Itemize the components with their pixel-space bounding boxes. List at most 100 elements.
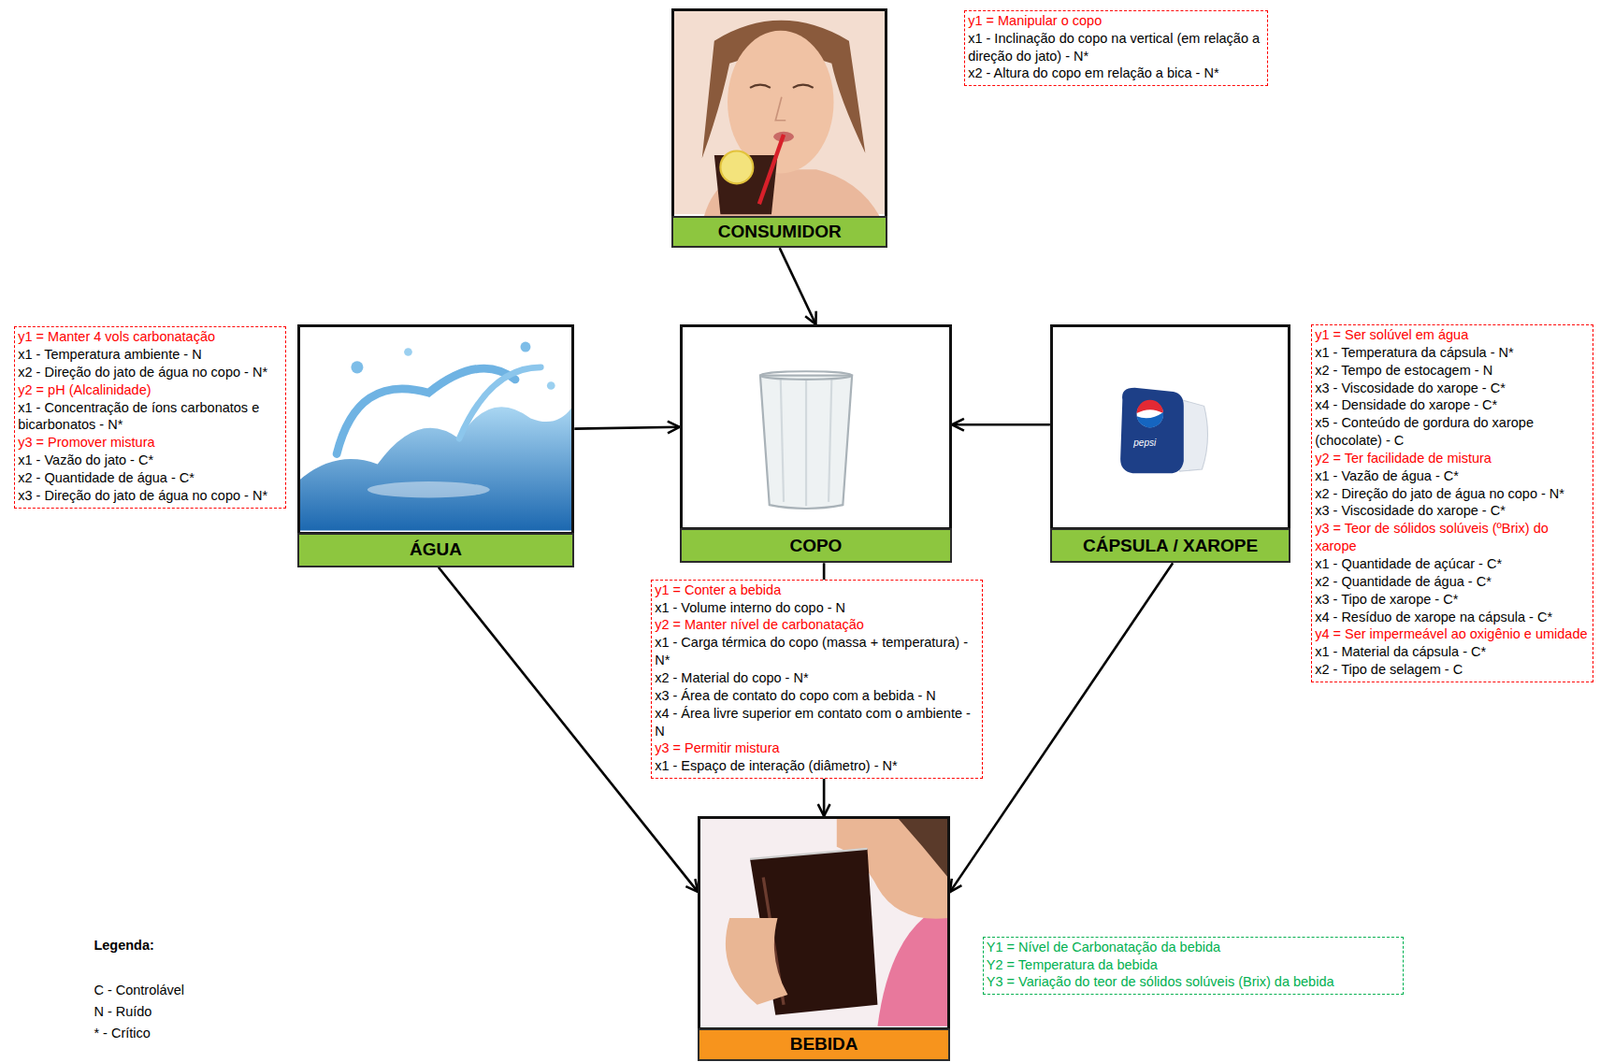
consumer-illustration <box>673 10 886 217</box>
parameter-item: x3 - Viscosidade do xarope - C* <box>1314 502 1589 520</box>
flow-arrow <box>574 427 679 430</box>
water-illustration <box>300 342 572 532</box>
capsule-illustration-part <box>1179 400 1208 472</box>
component-box: ÁGUA <box>297 324 576 568</box>
parameter-callout: y1 = Manipular o copox1 - Inclinação do … <box>964 10 1269 87</box>
water-illustration-part <box>547 381 556 390</box>
parameter-item: x3 - Tipo de xarope - C* <box>1314 590 1589 609</box>
parameter-item: x1 - Material da cápsula - C* <box>1314 643 1589 662</box>
picture-frame <box>297 324 576 535</box>
capsule-illustration <box>1120 388 1208 475</box>
drink-illustration <box>700 818 949 1027</box>
glass-illustration <box>760 371 852 509</box>
capsule-illustration-part <box>1137 400 1164 414</box>
consumer-illustration-part <box>792 85 814 88</box>
name-tag: ÁGUA <box>297 533 576 568</box>
water-illustration-part <box>350 360 363 374</box>
component-box: BEBIDA <box>697 816 951 1062</box>
function-heading: y2 = Ter facilidade de mistura <box>1314 449 1589 468</box>
consumer-illustration-part <box>775 97 786 121</box>
legend-entry: C - Controlável <box>93 982 185 998</box>
parameter-item: x1 - Vazão de água - C* <box>1314 467 1589 486</box>
capsule-illustration-part <box>1120 388 1184 475</box>
parameter-item: x1 - Temperatura da cápsula - N* <box>1314 344 1589 362</box>
drink-illustration-part <box>725 918 789 1006</box>
drink-illustration-part <box>897 818 948 878</box>
legend-title: Legenda: <box>93 937 154 953</box>
parameter-item: x2 - Tempo de estocagem - N <box>1314 361 1589 380</box>
consumer-illustration-part <box>749 85 771 88</box>
parameter-item: x1 - Inclinação do copo na vertical (em … <box>967 29 1264 66</box>
function-heading: y2 = Manter nível de carbonatação <box>654 616 979 635</box>
parameter-item: x4 - Resíduo de xarope na cápsula - C* <box>1314 608 1589 627</box>
name-tag: CÁPSULA / XAROPE <box>1050 528 1292 563</box>
glass-illustration-part <box>828 379 832 503</box>
function-heading: y3 = Promover mistura <box>17 433 281 452</box>
parameter-item: x2 - Direção do jato de água no copo - N… <box>1314 485 1589 504</box>
water-illustration-part <box>336 368 516 455</box>
legend-entry: N - Ruído <box>93 1004 152 1020</box>
parameter-item: x1 - Temperatura ambiente - N <box>17 345 281 364</box>
function-heading: y2 = pH (Alcalinidade) <box>17 381 281 400</box>
legend-text: N - Ruído <box>93 1004 152 1020</box>
function-heading: y3 = Permitir mistura <box>654 739 979 758</box>
function-heading: y3 = Teor de sólidos solúveis (ºBrix) do… <box>1314 519 1589 556</box>
water-illustration-part <box>300 406 572 531</box>
function-heading: y1 = Manter 4 vols carbonatação <box>17 328 281 346</box>
parameter-callout: y1 = Manter 4 vols carbonataçãox1 - Temp… <box>14 326 286 508</box>
drink-illustration-part <box>877 913 948 1027</box>
parameter-item: x5 - Conteúdo de gordura do xarope (choc… <box>1314 414 1589 450</box>
component-name: ÁGUA <box>409 539 462 561</box>
connectors <box>438 247 1173 893</box>
legend-entry: * - Crítico <box>93 1025 150 1041</box>
flow-arrow <box>779 247 817 325</box>
parameter-item: x1 - Volume interno do copo - N <box>654 599 979 618</box>
function-heading: y1 = Manipular o copo <box>967 12 1264 30</box>
parameter-callout: y1 = Ser solúvel em águax1 - Temperatura… <box>1311 324 1594 683</box>
parameter-item: x2 - Material do copo - N* <box>654 669 979 688</box>
parameter-item: x2 - Direção do jato de água no copo - N… <box>17 363 281 382</box>
component-name: CONSUMIDOR <box>718 221 842 243</box>
consumer-illustration-part <box>759 134 784 204</box>
parameter-item: x3 - Viscosidade do xarope - C* <box>1314 379 1589 398</box>
water-illustration-part <box>403 347 413 357</box>
parameter-item: x2 - Tipo de selagem - C <box>1314 661 1589 679</box>
glass-illustration-part <box>780 379 784 503</box>
picture-frame <box>679 324 952 531</box>
component-box: CÁPSULA / XAROPE <box>1050 324 1292 563</box>
picture-frame <box>1050 324 1292 531</box>
water-illustration-part <box>367 481 491 498</box>
drink-illustration-part <box>749 849 867 860</box>
output-callout: Y1 = Nível de Carbonatação da bebidaY2 =… <box>982 936 1405 996</box>
legend-text: C - Controlável <box>93 982 185 998</box>
picture-frame <box>671 8 888 219</box>
logo-text: pepsi <box>1133 437 1156 448</box>
glass-illustration-part <box>760 375 852 509</box>
parameter-callout: y1 = Conter a bebidax1 - Volume interno … <box>650 579 983 779</box>
parameter-item: x1 - Vazão do jato - C* <box>17 451 281 470</box>
component-box: COPO <box>679 324 952 563</box>
parameter-item: x2 - Quantidade de água - C* <box>17 469 281 488</box>
consumer-illustration-part <box>720 151 753 185</box>
glass-illustration-part <box>805 379 808 506</box>
parameter-item: x1 - Concentração de íons carbonatos e b… <box>17 399 281 435</box>
parameter-item: x2 - Altura do copo em relação a bica - … <box>967 64 1264 83</box>
parameter-item: x4 - Densidade do xarope - C* <box>1314 396 1589 415</box>
parameter-item: x3 - Área de contato do copo com a bebid… <box>654 687 979 706</box>
name-tag: COPO <box>679 528 952 563</box>
glass-illustration-part <box>760 371 852 380</box>
component-name: CÁPSULA / XAROPE <box>1082 535 1258 557</box>
output-variable: Y1 = Nível de Carbonatação da bebida <box>986 938 1400 957</box>
name-tag: CONSUMIDOR <box>671 216 888 248</box>
component-name: COPO <box>789 535 842 557</box>
flow-arrow <box>951 423 1051 427</box>
function-heading: y1 = Ser solúvel em água <box>1314 326 1589 345</box>
parameter-item: x3 - Direção do jato de água no copo - N… <box>17 487 281 505</box>
water-illustration-part <box>459 367 541 439</box>
legend-text: * - Crítico <box>93 1025 150 1041</box>
output-variable: Y2 = Temperatura da bebida <box>986 956 1400 975</box>
function-heading: y4 = Ser impermeável ao oxigênio e umida… <box>1314 625 1589 644</box>
parameter-item: x1 - Espaço de interação (diâmetro) - N* <box>654 757 979 776</box>
parameter-item: x2 - Quantidade de água - C* <box>1314 573 1589 591</box>
